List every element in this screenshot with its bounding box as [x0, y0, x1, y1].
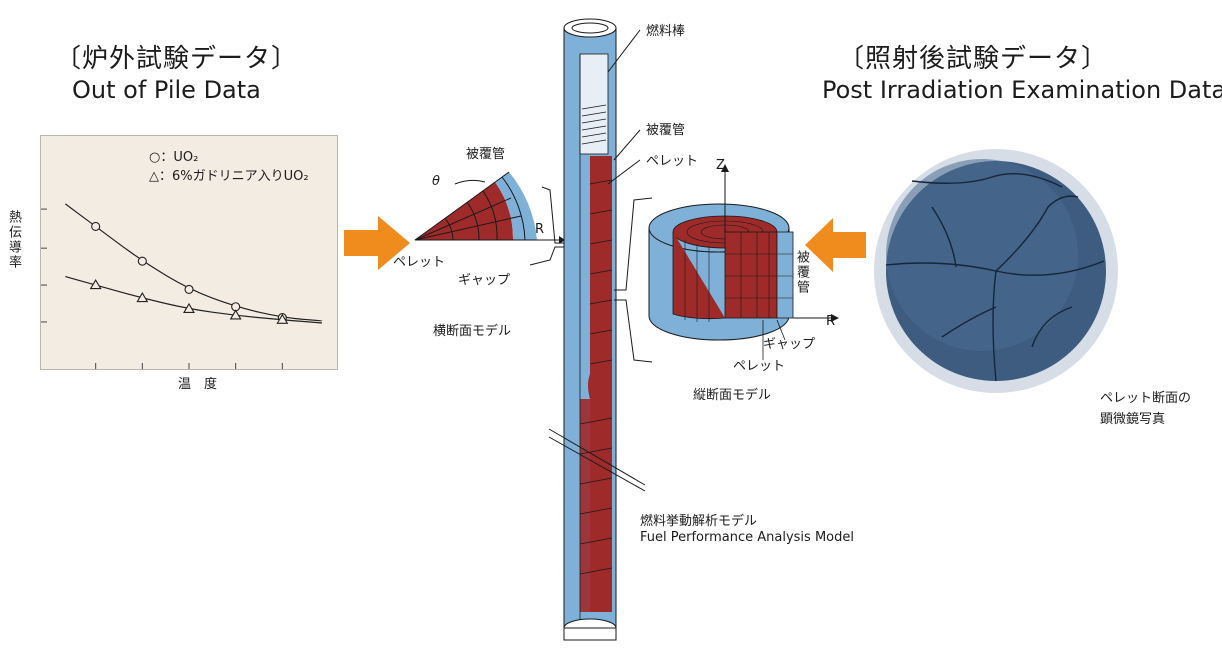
theta-label: θ [432, 174, 440, 189]
right-arrow-graphic [805, 218, 866, 272]
longitudinal-r-arrow-head [831, 314, 839, 322]
pointer-line [548, 428, 646, 486]
fuel-rod-top-cap-inner [571, 22, 609, 34]
micrograph-cracks [885, 172, 1105, 382]
cross-section-model-label: 横断面モデル [433, 324, 512, 339]
data-point-circle [91, 221, 101, 232]
longitudinal-cladding-face [776, 231, 794, 319]
leader-line-pellet [607, 159, 641, 185]
analysis-model-label-jp: 燃料挙動解析モデル [640, 514, 758, 529]
data-point-triangle [183, 302, 195, 313]
fuel-rod-label: 燃料棒 [646, 24, 686, 39]
cross-section-mesh-arc [466, 201, 480, 241]
legend-entry-gd-uo2: △：6%ガドリニア入りUO₂ [149, 165, 309, 184]
pellet-micrograph [874, 149, 1118, 393]
chart-x-axis-label: 温 度 [178, 377, 218, 392]
cross-section-mesh-arc [501, 176, 526, 241]
legend-uo2-text: ：UO₂ [160, 150, 199, 165]
thermal-conductivity-chart: ○：UO₂ △：6%ガドリニア入りUO₂ [40, 135, 338, 370]
cross-section-mesh-arc [482, 190, 498, 241]
cross-section-r-label: R [535, 222, 545, 237]
orange-arrow-right-icon [344, 216, 410, 270]
legend-circle-symbol: ○ [149, 150, 161, 165]
analysis-model-label-en: Fuel Performance Analysis Model [640, 530, 854, 545]
cross-section-pellet [415, 182, 514, 240]
longitudinal-r-label: R [826, 314, 836, 329]
micrograph-shade [886, 159, 1078, 351]
leader-line-fuel-rod [607, 29, 641, 73]
longitudinal-pellet-curve [672, 232, 726, 320]
cross-section-mesh-ray [414, 197, 512, 241]
plenum-spring [581, 104, 607, 145]
data-point-circle [184, 284, 194, 294]
fuel-rod-end-plug [563, 627, 617, 641]
rod-label-leaders [607, 29, 641, 185]
gap-leader [776, 319, 786, 341]
out-of-pile-heading-en: Out of Pile Data [72, 76, 261, 104]
data-point-triangle [136, 291, 149, 303]
cross-section-mesh-arc [444, 217, 454, 241]
pie-heading-en: Post Irradiation Examination Data [822, 76, 1222, 104]
longitudinal-cladding-label: 被覆管 [794, 250, 809, 295]
cross-section-mesh-ray [414, 215, 522, 241]
orange-arrow-left-icon [805, 218, 866, 272]
micrograph-caption-line2: 顕微鏡写真 [1100, 412, 1166, 427]
rod-pellet-label: ペレット [646, 154, 699, 169]
longitudinal-connector [614, 197, 653, 363]
data-point-triangle [89, 278, 102, 290]
leader-line-cladding [613, 129, 641, 161]
longitudinal-gap-label: ギャップ [763, 337, 816, 352]
data-point-circle [137, 256, 147, 266]
data-point-triangle [276, 313, 289, 324]
legend-gd-uo2-text: ：6%ガドリニア入りUO₂ [159, 169, 309, 184]
cross-section-cladding-label: 被覆管 [466, 147, 506, 162]
legend-triangle-symbol: △ [149, 169, 159, 184]
chart-plot [41, 203, 323, 369]
r-arrow-head [559, 236, 565, 244]
fuel-rod-plenum [579, 53, 609, 155]
z-axis-label: Z [716, 158, 725, 173]
longitudinal-model-graphic [648, 164, 839, 360]
legend-entry-uo2: ○：UO₂ [149, 146, 198, 165]
fuel-rod-graphic [563, 18, 617, 641]
cross-section-gap-label: ギャップ [458, 273, 511, 288]
pie-heading-jp: 〔照射後試験データ〕 [838, 44, 1109, 74]
cross-section-pellet-label: ペレット [393, 255, 446, 270]
longitudinal-pellet-face [724, 231, 778, 319]
out-of-pile-heading-jp: 〔炉外試験データ〕 [55, 44, 299, 74]
cross-section-model-graphic [414, 171, 565, 244]
fuel-rod-top-cap [563, 18, 617, 38]
theta-arrow [454, 179, 486, 185]
left-arrow-graphic [344, 216, 410, 270]
fuel-rod-pellet-stack [588, 156, 612, 612]
rod-cladding-label: 被覆管 [646, 123, 686, 138]
pointer-line [548, 436, 646, 492]
series-line-uo2 [64, 203, 323, 322]
z-arrow-head [721, 164, 729, 172]
pellet-dividers [579, 179, 613, 575]
longitudinal-mesh [684, 232, 793, 322]
micrograph-caption-line1: ペレット断面の [1100, 391, 1192, 406]
data-point-triangle [229, 309, 242, 320]
longitudinal-model-label: 縦断面モデル [693, 388, 772, 403]
connector-line [614, 197, 653, 291]
analysis-model-pointer [548, 428, 646, 492]
longitudinal-pellet-label: ペレット [733, 359, 786, 374]
connector-line [614, 299, 653, 363]
chart-y-axis-label: 熱伝導率 [6, 210, 21, 270]
cross-section-cladding [495, 172, 537, 240]
cross-section-edge [414, 171, 510, 241]
